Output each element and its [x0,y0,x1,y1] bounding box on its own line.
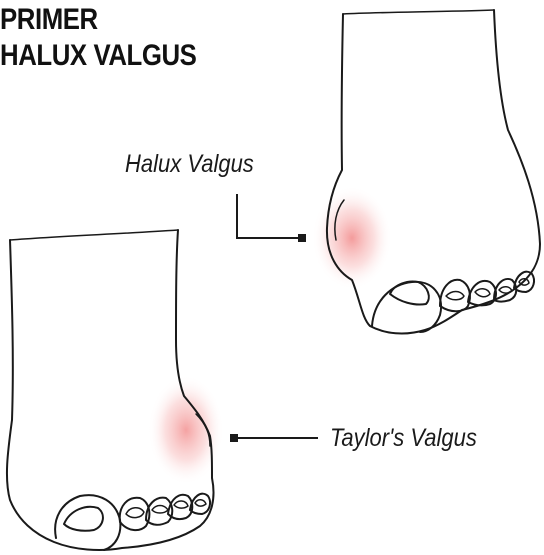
hallux-leader [237,194,306,242]
taylor-leader [230,434,318,442]
hallux-marker [298,234,306,242]
hallux-toe-3 [468,281,496,305]
hallux-toe-2 [440,280,470,312]
foot-taylor [7,230,224,550]
hallux-inflammation [312,186,392,290]
taylor-valgus-label: Taylor's Valgus [330,424,477,453]
hallux-valgus-label: Halux Valgus [125,150,254,179]
hallux-toe-1 [372,282,441,332]
taylor-toe-2 [120,498,150,530]
taylor-marker [230,434,238,442]
foot-hallux [312,10,540,333]
